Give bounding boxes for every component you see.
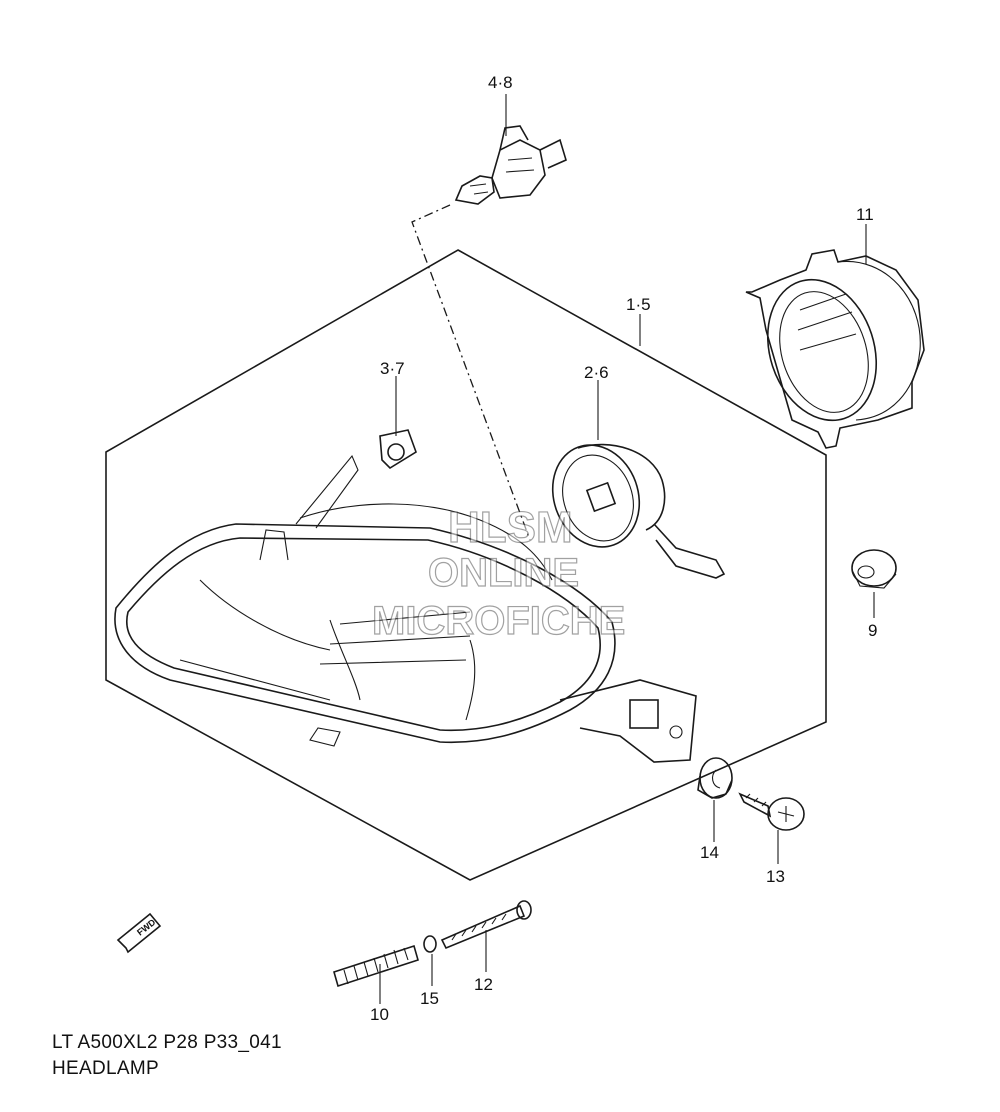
callout-13: 13 [766, 867, 785, 886]
bulb-socket-wire [551, 443, 726, 579]
grommet-14 [697, 757, 733, 799]
headlamp-housing [114, 454, 697, 763]
diagram-code: LT A500XL2 P28 P33_041 [52, 1032, 282, 1053]
leader-lines [379, 94, 875, 1004]
spring-10 [333, 944, 419, 988]
callout-15: 15 [420, 989, 439, 1008]
callout-9: 9 [868, 621, 877, 640]
socket-cover [745, 249, 925, 449]
screw-12 [440, 900, 532, 950]
watermark: HLSM ONLINE MICROFICHE [371, 502, 626, 643]
callout-12: 12 [474, 975, 493, 994]
diagram-title: HEADLAMP [52, 1058, 159, 1079]
washer-15 [423, 935, 437, 953]
alignment-line [411, 204, 531, 541]
watermark-line-1: HLSM [448, 503, 573, 552]
callout-1-5: 1·5 [626, 295, 651, 314]
position-lamp-socket [379, 429, 417, 470]
screw-13 [738, 792, 805, 831]
callout-3-7: 3·7 [380, 359, 405, 378]
callout-10: 10 [370, 1005, 389, 1024]
callout-11: 11 [856, 205, 874, 224]
headlamp-bulb [454, 125, 567, 205]
callout-14: 14 [700, 843, 719, 862]
watermark-line-2: ONLINE [428, 551, 579, 595]
callout-4-8: 4·8 [488, 73, 513, 92]
watermark-line-3: MICROFICHE [372, 599, 625, 643]
callout-2-6: 2·6 [584, 363, 609, 382]
grommet-9 [851, 549, 897, 589]
forward-arrow: FWD [116, 912, 162, 954]
assembly-boundary [105, 249, 827, 881]
